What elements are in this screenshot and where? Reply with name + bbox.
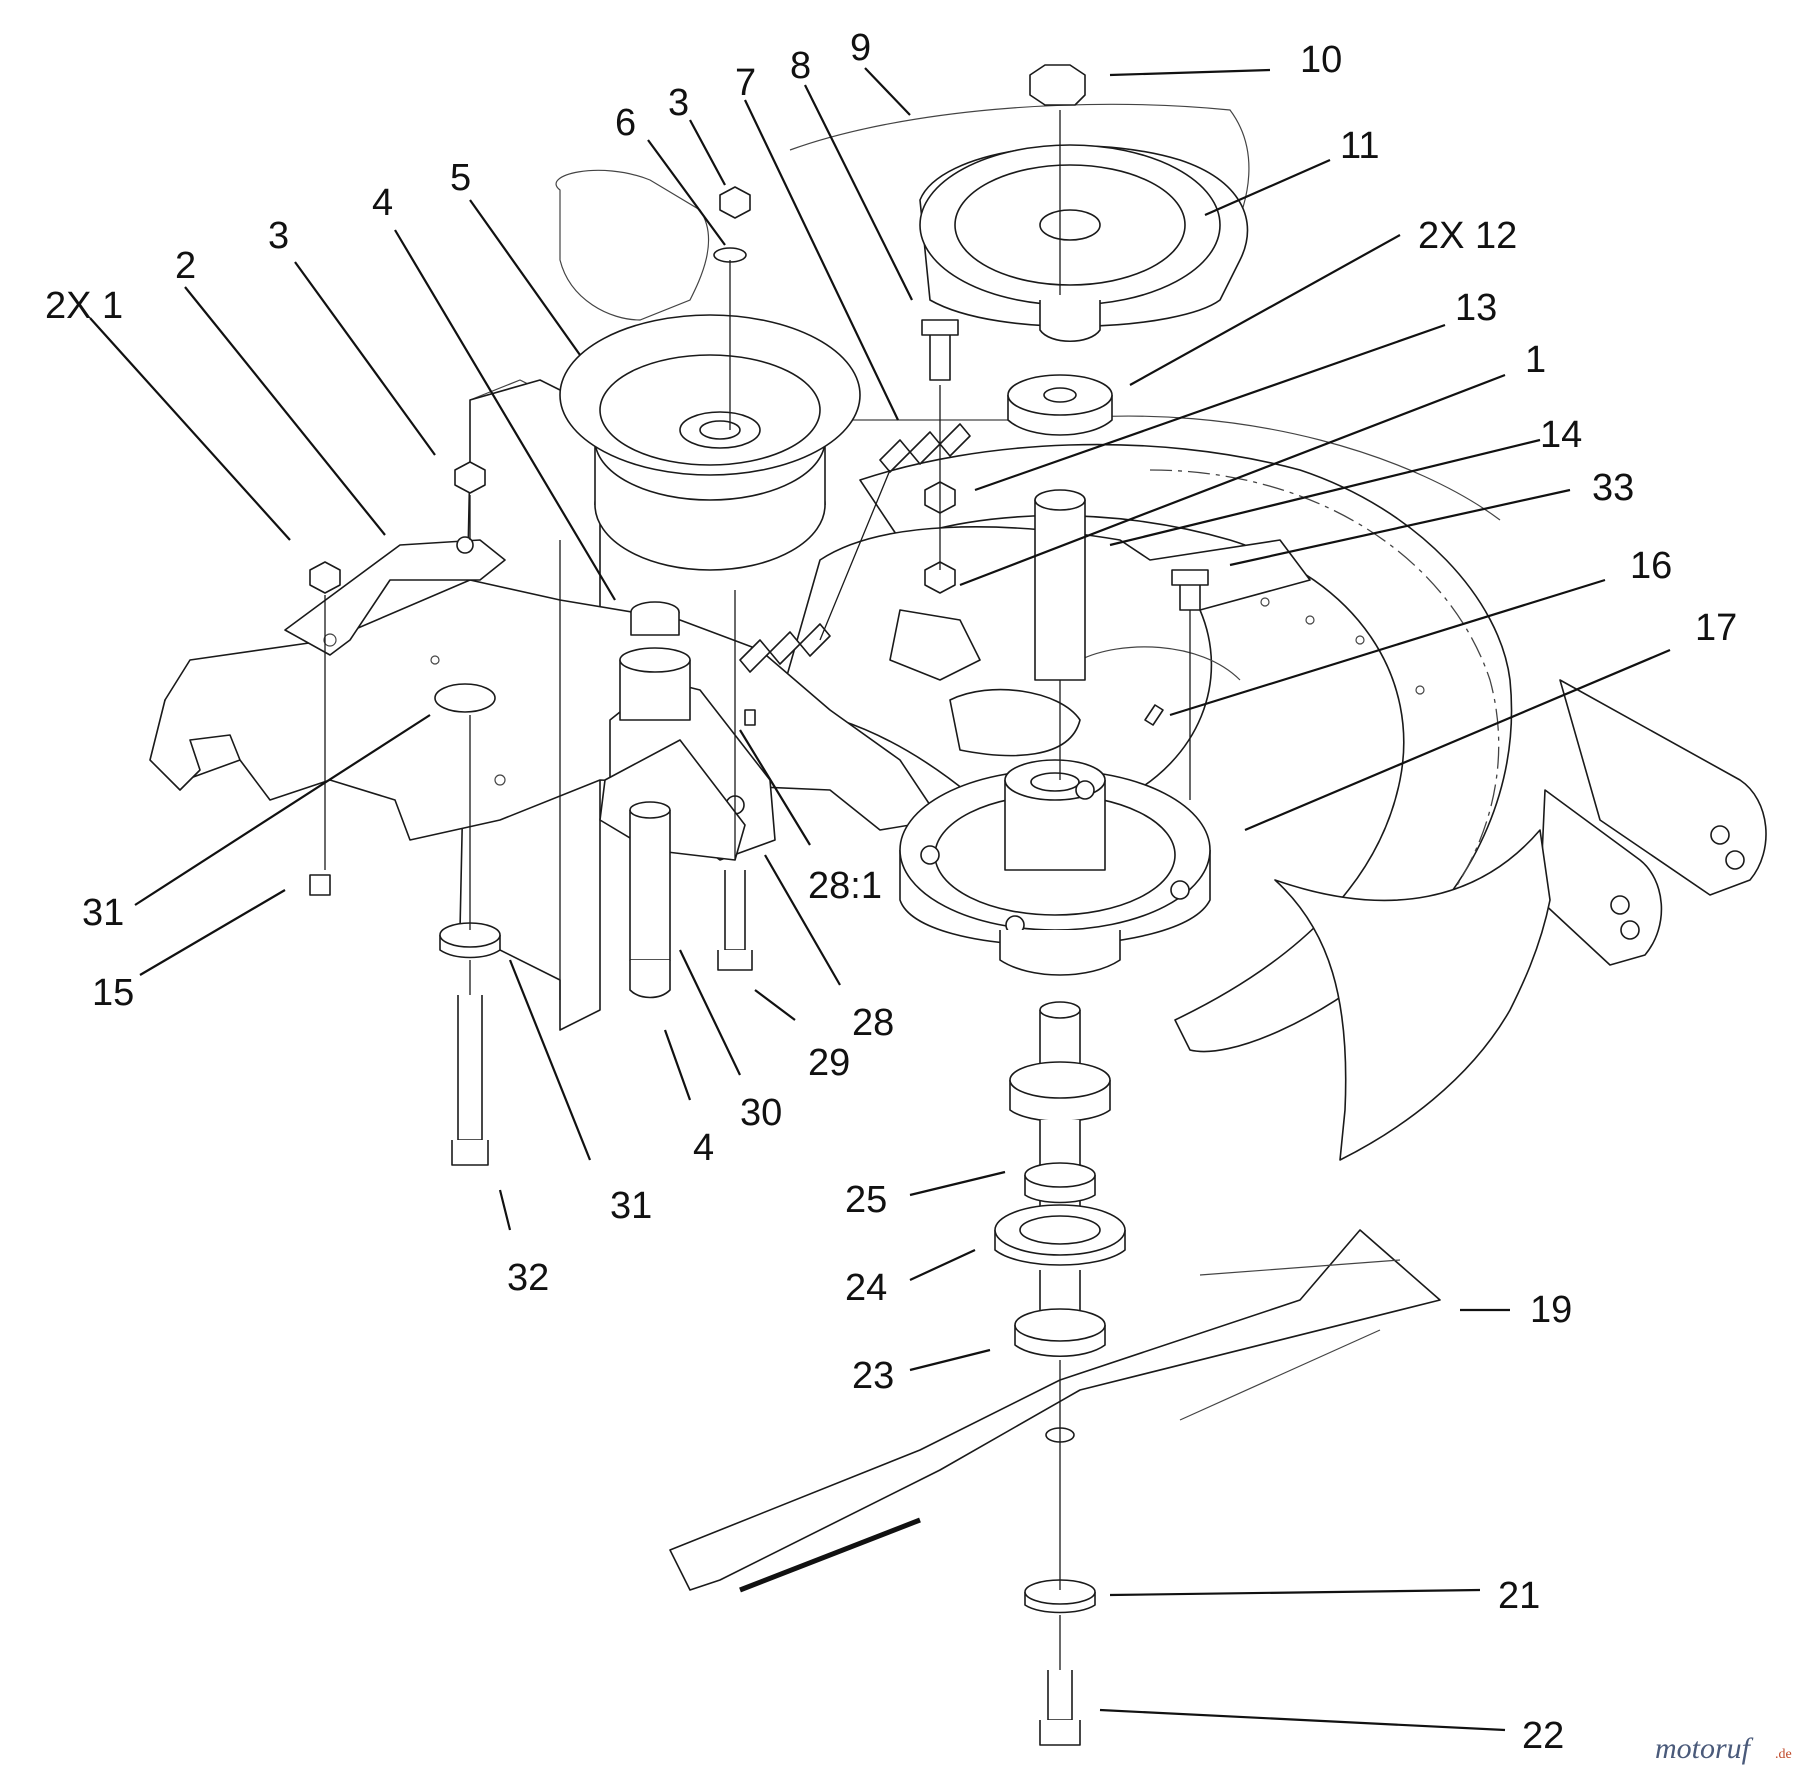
watermark-brand: motoruf (1655, 1732, 1754, 1765)
axis-lines (324, 110, 1191, 1670)
label-9: 9 (850, 27, 871, 69)
mower-blade (669, 1229, 1441, 1593)
label-15: 15 (92, 972, 134, 1014)
label-4-bottom: 4 (693, 1127, 714, 1169)
label-33: 33 (1592, 467, 1634, 509)
label-6: 6 (615, 102, 636, 144)
label-5: 5 (450, 157, 471, 199)
label-17: 17 (1695, 607, 1737, 649)
small-hardware (309, 186, 1209, 1166)
label-16: 16 (1630, 545, 1672, 587)
watermark-suffix: .de (1775, 1747, 1792, 1762)
spacer (1007, 374, 1113, 436)
label-19: 19 (1530, 1289, 1572, 1331)
callout-labels: 2X 1 2 3 4 5 6 3 7 8 9 10 11 2X 12 13 1 … (45, 27, 1737, 1757)
drive-pulley (919, 64, 1249, 342)
label-3-top: 3 (668, 82, 689, 124)
label-2: 2 (175, 245, 196, 287)
spindle-lower-stack (994, 1001, 1126, 1358)
label-23: 23 (852, 1355, 894, 1397)
idler-pulley (559, 314, 861, 571)
label-4-top: 4 (372, 182, 393, 224)
label-31-bottom: 31 (610, 1185, 652, 1227)
blade-washer-bolt (1024, 1579, 1096, 1746)
extension-spring (739, 423, 971, 673)
spindle-shaft-top (1034, 489, 1086, 681)
label-3-left: 3 (268, 215, 289, 257)
label-7: 7 (735, 62, 756, 104)
label-14: 14 (1540, 414, 1582, 456)
label-10: 10 (1300, 39, 1342, 81)
label-8: 8 (790, 45, 811, 87)
label-28: 28 (852, 1002, 894, 1044)
label-31-left: 31 (82, 892, 124, 934)
label-30: 30 (740, 1092, 782, 1134)
label-2x-12: 2X 12 (1418, 215, 1517, 257)
label-2x-1: 2X 1 (45, 285, 123, 327)
label-21: 21 (1498, 1575, 1540, 1617)
label-24: 24 (845, 1267, 887, 1309)
label-32: 32 (507, 1257, 549, 1299)
label-1-right: 1 (1525, 339, 1546, 381)
leader-lines (89, 67, 1671, 1732)
deck-housing (469, 103, 1767, 1161)
spindle-housing (899, 704, 1211, 976)
label-22: 22 (1522, 1715, 1564, 1757)
watermark: motoruf .de (1655, 1732, 1792, 1765)
label-25: 25 (845, 1179, 887, 1221)
label-11: 11 (1340, 125, 1379, 167)
label-29: 29 (808, 1042, 850, 1084)
label-28-1: 28:1 (808, 865, 882, 907)
label-13: 13 (1455, 287, 1497, 329)
